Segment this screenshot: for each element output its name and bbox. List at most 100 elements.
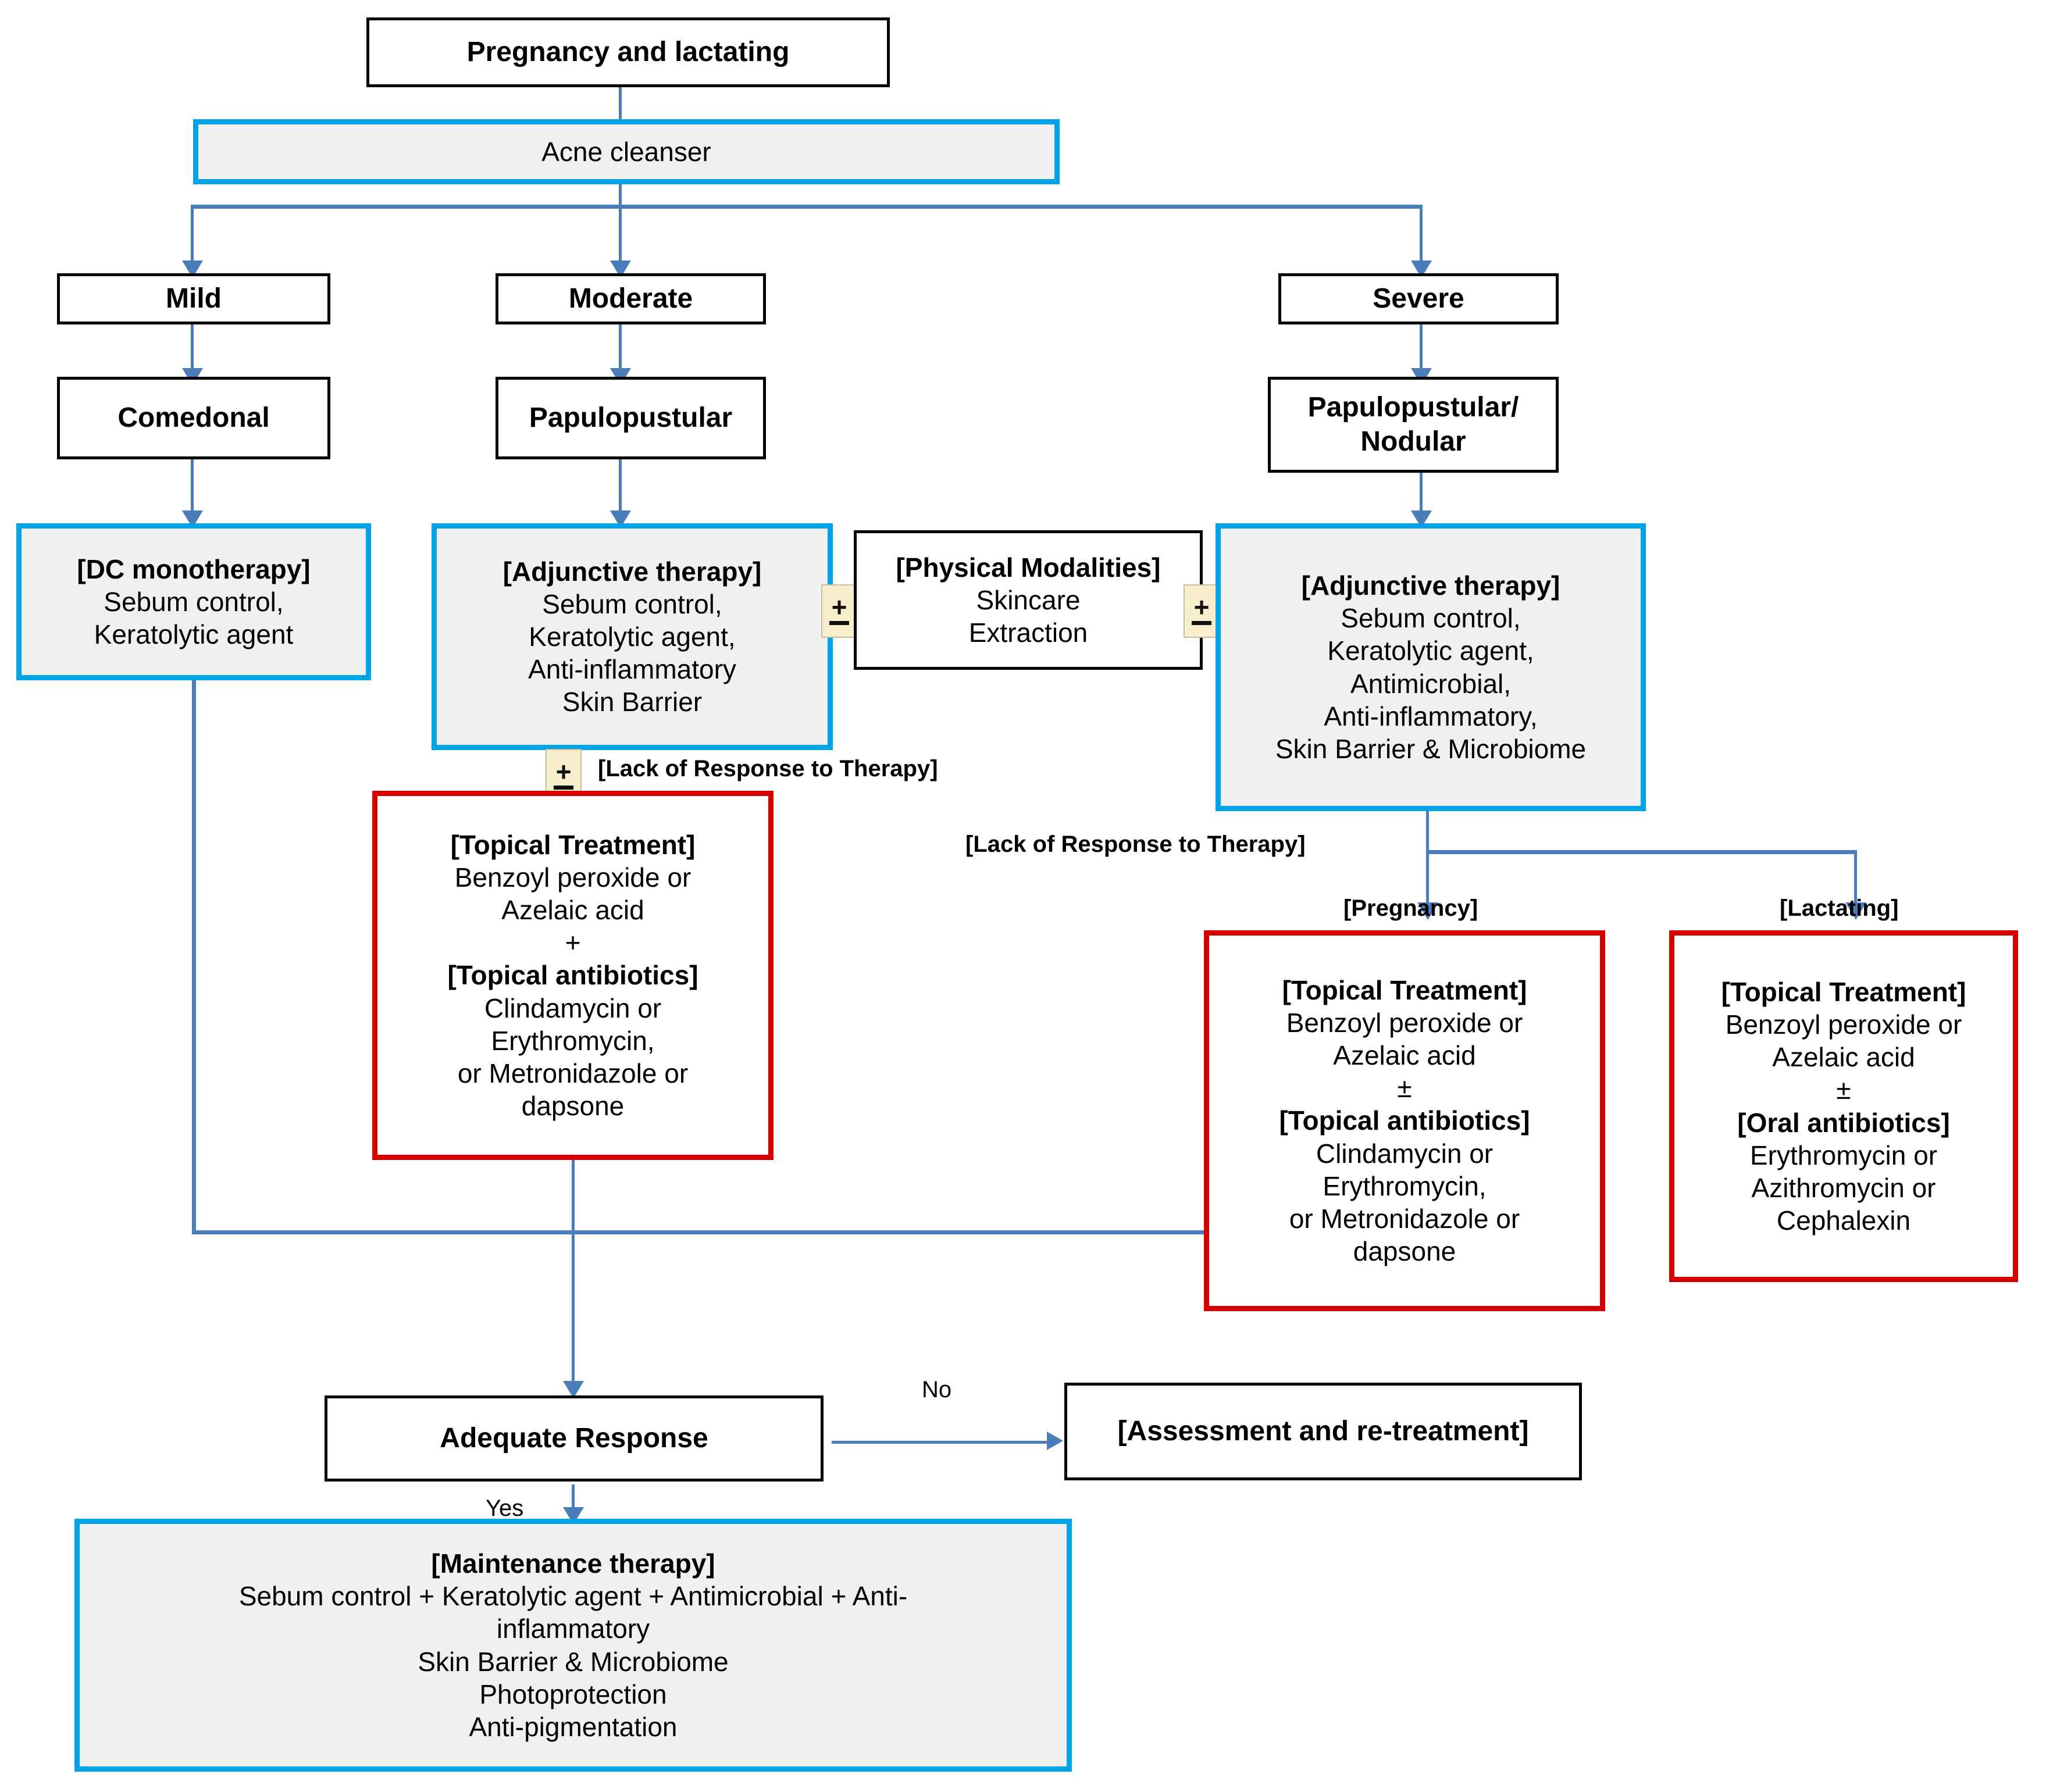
node-topical-lactating-operator: ± xyxy=(1836,1075,1851,1105)
node-topical-pregnancy-heading-2: [Topical antibiotics] xyxy=(1279,1105,1530,1136)
node-assessment-retreatment-label: [Assessment and re-treatment] xyxy=(1117,1415,1529,1447)
node-topical-lactating-heading-2: [Oral antibiotics] xyxy=(1737,1107,1950,1138)
edge-nodular-to-adjunctive xyxy=(1420,472,1423,524)
node-topical-pregnancy-heading-1: [Topical Treatment] xyxy=(1282,975,1527,1005)
edge-moderate-to-papulopustular xyxy=(619,324,622,376)
node-topical-moderate-line-2: Azelaic acid xyxy=(501,895,644,926)
node-adequate-response[interactable]: Adequate Response xyxy=(325,1395,824,1482)
edge-cleanser-down xyxy=(619,183,622,206)
node-adjunctive-severe-heading: [Adjunctive therapy] xyxy=(1301,570,1560,601)
label-edge-no: No xyxy=(922,1377,952,1402)
edge-comedonal-to-dc xyxy=(191,459,194,523)
edge-adjunctive-severe-down xyxy=(1426,811,1429,853)
node-topical-lactating-line-1: Benzoyl peroxide or xyxy=(1725,1009,1962,1040)
node-physical-modalities[interactable]: [Physical Modalities] Skincare Extractio… xyxy=(854,530,1203,670)
plus-glyph-right: + xyxy=(1193,591,1210,622)
node-topical-moderate-line-3: Clindamycin or xyxy=(484,993,662,1023)
node-root[interactable]: Pregnancy and lactating xyxy=(366,17,890,87)
node-adjunctive-moderate-line-3: Anti-inflammatory xyxy=(528,654,736,685)
node-papulopustular-nodular[interactable]: Papulopustular/ Nodular xyxy=(1268,377,1559,473)
edge-left-to-pregnancy-horizontal xyxy=(192,1230,1207,1234)
edge-topical-to-adequate xyxy=(572,1160,575,1395)
node-topical-moderate-line-4: Erythromycin, xyxy=(491,1025,655,1056)
node-topical-moderate-heading-1: [Topical Treatment] xyxy=(450,830,696,860)
node-papulopustular-nodular-line2: Nodular xyxy=(1360,426,1466,457)
edge-root-to-cleanser xyxy=(619,87,622,122)
node-adjunctive-moderate-line-4: Skin Barrier xyxy=(562,687,703,717)
edge-dc-left-vertical xyxy=(192,679,196,1234)
node-dc-monotherapy[interactable]: [DC monotherapy] Sebum control, Keratoly… xyxy=(16,523,371,680)
node-topical-treatment-lactating[interactable]: [Topical Treatment] Benzoyl peroxide or … xyxy=(1669,930,2018,1282)
node-severe[interactable]: Severe xyxy=(1278,273,1559,324)
node-topical-pregnancy-line-4: Erythromycin, xyxy=(1323,1170,1487,1201)
node-topical-lactating-line-5: Cephalexin xyxy=(1776,1205,1911,1236)
node-adjunctive-severe-line-5: Skin Barrier & Microbiome xyxy=(1275,733,1587,764)
label-lactating: [Lactating] xyxy=(1780,895,1899,921)
plus-minus-tag-left: + xyxy=(821,584,857,638)
node-maintenance-line-3: Skin Barrier & Microbiome xyxy=(418,1646,729,1677)
node-dc-monotherapy-line-2: Keratolytic agent xyxy=(94,619,294,650)
node-maintenance-therapy[interactable]: [Maintenance therapy] Sebum control + Ke… xyxy=(74,1519,1072,1772)
node-dc-monotherapy-line-1: Sebum control, xyxy=(104,586,284,617)
node-maintenance-heading: [Maintenance therapy] xyxy=(431,1548,715,1579)
node-physical-modalities-line-1: Skincare xyxy=(976,584,1081,615)
node-topical-treatment-moderate[interactable]: [Topical Treatment] Benzoyl peroxide or … xyxy=(372,791,774,1160)
label-edge-yes: Yes xyxy=(486,1495,524,1521)
edge-branch-mild xyxy=(191,205,194,269)
node-physical-modalities-line-2: Extraction xyxy=(968,617,1088,648)
node-topical-moderate-heading-2: [Topical antibiotics] xyxy=(447,960,698,991)
edge-branch-moderate xyxy=(619,205,622,269)
node-topical-pregnancy-line-1: Benzoyl peroxide or xyxy=(1286,1008,1523,1038)
edge-adequate-to-assessment xyxy=(832,1441,1053,1444)
node-topical-moderate-line-6: dapsone xyxy=(521,1090,625,1121)
node-mild[interactable]: Mild xyxy=(57,273,330,324)
plus-minus-tag-right: + xyxy=(1184,584,1220,638)
node-adjunctive-severe-line-3: Antimicrobial, xyxy=(1350,668,1512,699)
node-adjunctive-therapy-moderate[interactable]: [Adjunctive therapy] Sebum control, Kera… xyxy=(432,523,833,750)
node-maintenance-line-2: inflammatory xyxy=(496,1613,650,1644)
node-comedonal[interactable]: Comedonal xyxy=(57,377,330,459)
node-acne-cleanser-label: Acne cleanser xyxy=(541,136,711,167)
node-dc-monotherapy-heading: [DC monotherapy] xyxy=(77,554,311,584)
edge-severity-distributor xyxy=(191,205,1423,209)
node-topical-treatment-pregnancy[interactable]: [Topical Treatment] Benzoyl peroxide or … xyxy=(1204,930,1605,1311)
node-topical-lactating-heading-1: [Topical Treatment] xyxy=(1721,977,1966,1008)
node-topical-pregnancy-line-5: or Metronidazole or xyxy=(1289,1203,1520,1234)
node-mild-label: Mild xyxy=(166,283,222,314)
node-moderate[interactable]: Moderate xyxy=(496,273,766,324)
edge-branch-lactating xyxy=(1854,850,1857,911)
node-topical-lactating-line-4: Azithromycin or xyxy=(1751,1172,1936,1203)
arrowhead-lactating xyxy=(1845,902,1866,920)
node-adjunctive-moderate-line-1: Sebum control, xyxy=(542,588,722,619)
node-topical-moderate-operator: + xyxy=(565,927,581,958)
node-topical-moderate-line-1: Benzoyl peroxide or xyxy=(454,862,692,893)
node-acne-cleanser[interactable]: Acne cleanser xyxy=(193,119,1060,184)
node-physical-modalities-heading: [Physical Modalities] xyxy=(896,552,1161,583)
node-adjunctive-therapy-severe[interactable]: [Adjunctive therapy] Sebum control, Kera… xyxy=(1216,523,1646,811)
arrowhead-pregnancy xyxy=(1417,902,1438,920)
node-papulopustular-nodular-line1: Papulopustular/ xyxy=(1307,391,1519,423)
minus-glyph-right xyxy=(1192,621,1211,626)
node-adjunctive-moderate-heading: [Adjunctive therapy] xyxy=(502,556,762,587)
minus-glyph-left xyxy=(829,621,849,626)
node-topical-pregnancy-operator: ± xyxy=(1397,1073,1412,1104)
node-topical-lactating-line-3: Erythromycin or xyxy=(1749,1140,1938,1170)
node-root-label: Pregnancy and lactating xyxy=(466,36,790,67)
node-maintenance-line-5: Anti-pigmentation xyxy=(469,1711,678,1742)
node-adjunctive-severe-line-4: Anti-inflammatory, xyxy=(1324,701,1538,731)
node-assessment-retreatment[interactable]: [Assessment and re-treatment] xyxy=(1064,1383,1582,1480)
node-papulopustular[interactable]: Papulopustular xyxy=(496,377,766,459)
node-adjunctive-severe-line-2: Keratolytic agent, xyxy=(1327,636,1534,666)
plus-glyph-moderate: + xyxy=(555,756,572,787)
node-topical-lactating-line-2: Azelaic acid xyxy=(1772,1042,1915,1073)
edge-adequate-to-maintenance xyxy=(572,1484,575,1522)
node-topical-pregnancy-line-2: Azelaic acid xyxy=(1333,1040,1476,1071)
node-maintenance-line-1: Sebum control + Keratolytic agent + Anti… xyxy=(238,1581,908,1612)
plus-glyph-left: + xyxy=(831,591,847,622)
node-topical-pregnancy-line-3: Clindamycin or xyxy=(1316,1138,1494,1169)
edge-branch-severe xyxy=(1420,205,1423,269)
node-adjunctive-severe-line-1: Sebum control, xyxy=(1341,603,1521,634)
edge-pregnancy-lactating-distributor xyxy=(1426,850,1857,854)
edge-severe-to-nodular xyxy=(1420,324,1423,376)
